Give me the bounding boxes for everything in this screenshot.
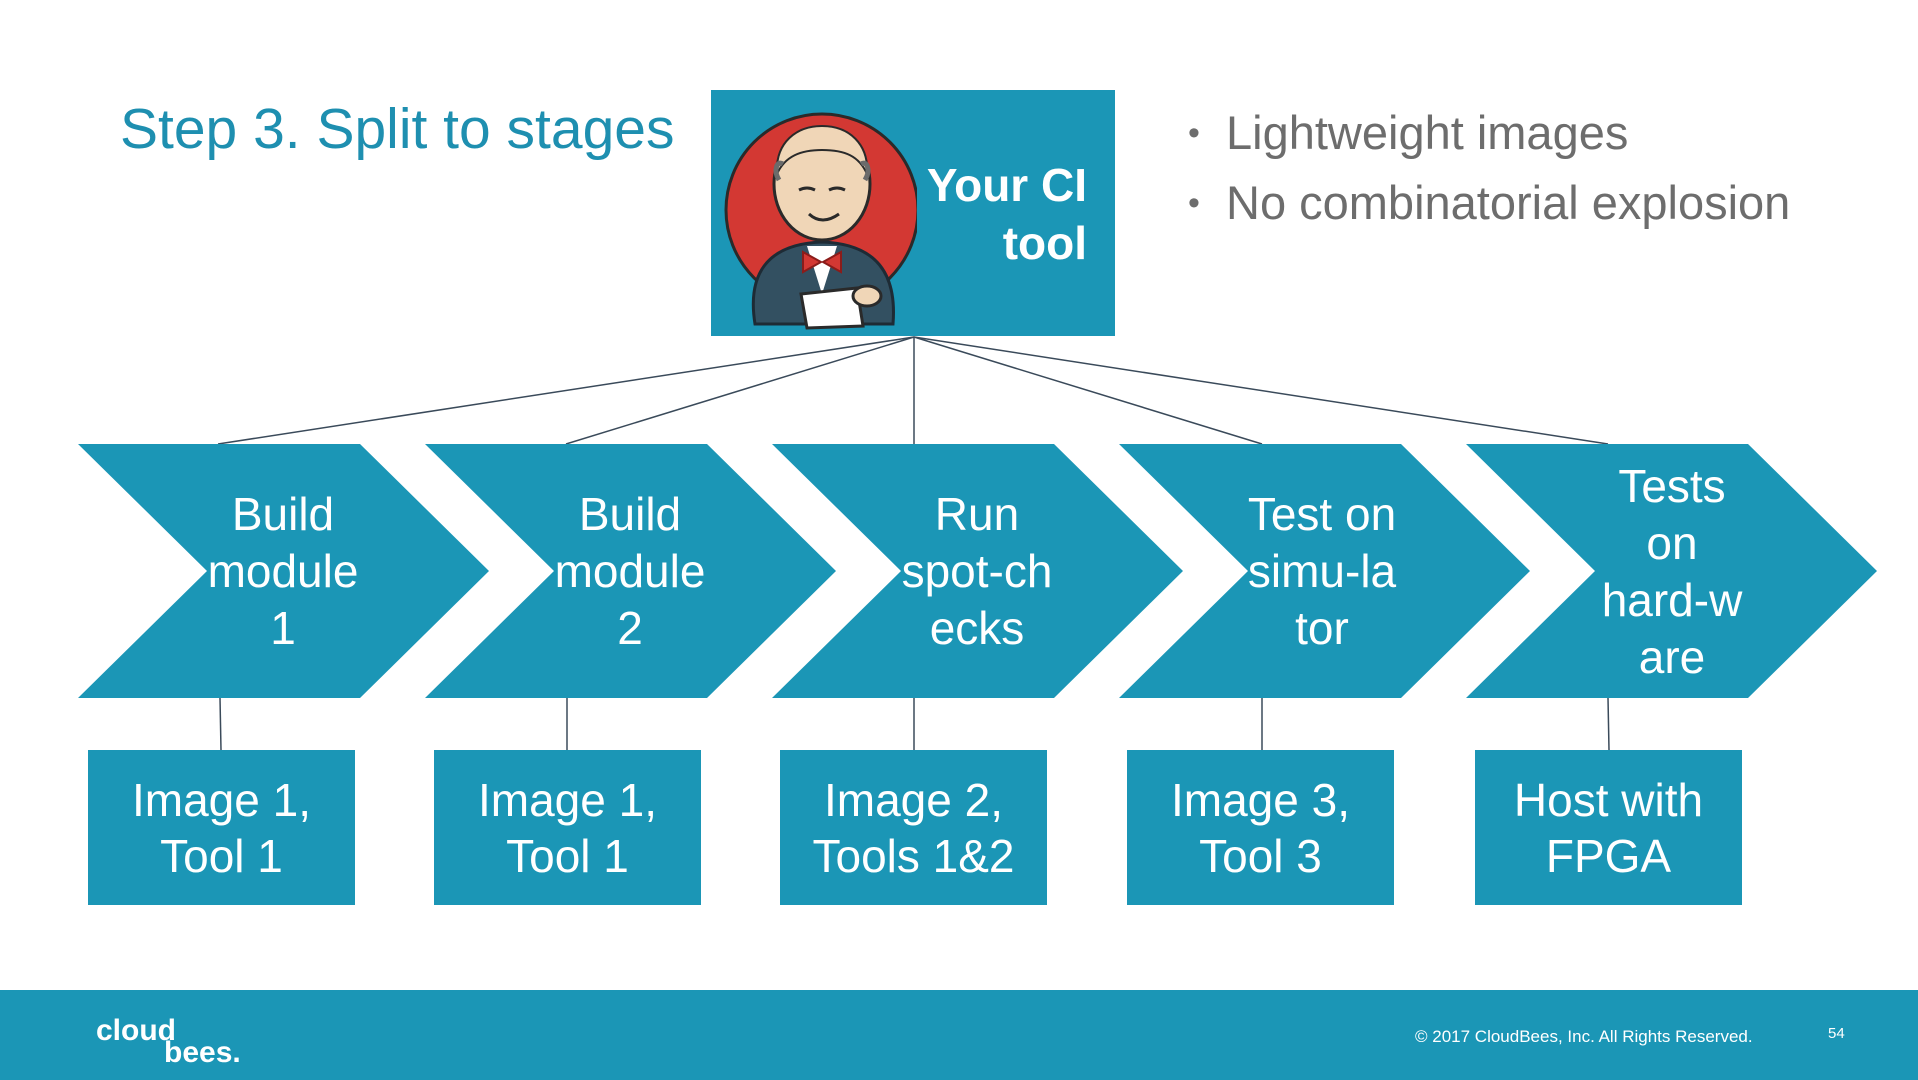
svg-text:cloud: cloud: [96, 1014, 176, 1047]
bullet-item: Lightweight images: [1188, 98, 1790, 168]
stage-environment-box: Image 3, Tool 3: [1127, 750, 1394, 905]
stage-label: Build module 1: [207, 488, 359, 654]
page-number: 54: [1828, 1025, 1845, 1042]
stage-label: Test on simu-la tor: [1247, 488, 1397, 654]
stage-environment-box: Image 2, Tools 1&2: [780, 750, 1047, 905]
ci-tool-label: Your CI tool: [926, 159, 1087, 269]
stage-chevron: [1119, 444, 1530, 698]
connector-line: [913, 336, 1263, 445]
ci-tool-box: Your CI tool: [711, 90, 1115, 336]
stage-chevron: [425, 444, 836, 698]
cloudbees-logo: cloud bees.: [96, 1014, 241, 1066]
copyright-text: © 2017 CloudBees, Inc. All Rights Reserv…: [1415, 1027, 1753, 1046]
slide-title: Step 3. Split to stages: [120, 97, 675, 161]
stage-chevron: [78, 444, 489, 698]
connector-line: [219, 697, 222, 751]
stage-chevron: [772, 444, 1183, 698]
stage-label: Tests on hard-w are: [1601, 460, 1743, 683]
connector-line: [913, 336, 1609, 445]
connector-line: [1607, 697, 1610, 751]
stage-label: Run spot-ch ecks: [901, 488, 1053, 654]
stage-environment-box: Image 1, Tool 1: [88, 750, 355, 905]
connector-line: [565, 336, 915, 445]
jenkins-mascot-icon: [724, 112, 917, 330]
stage-label: Build module 2: [554, 488, 706, 654]
stage-environment-box: Host with FPGA: [1475, 750, 1742, 905]
svg-text:bees.: bees.: [164, 1036, 241, 1066]
stage-environment-box: Image 1, Tool 1: [434, 750, 701, 905]
footer-bar: cloud bees. © 2017 CloudBees, Inc. All R…: [0, 990, 1918, 1080]
connector-line: [217, 336, 915, 445]
stage-chevron: [1466, 444, 1877, 698]
bullet-item: No combinatorial explosion: [1188, 168, 1790, 238]
bullet-list: Lightweight images No combinatorial expl…: [1188, 98, 1790, 238]
